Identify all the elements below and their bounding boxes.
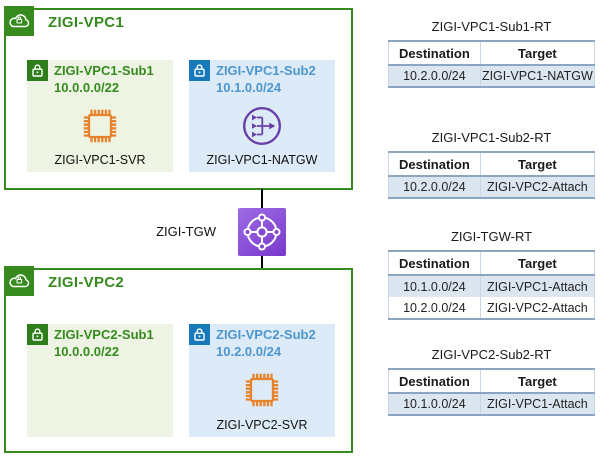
- subnet-name: ZIGI-VPC1-Sub1: [54, 63, 154, 78]
- vpc2-subnet1: ZIGI-VPC2-Sub1 10.0.0.0/22: [27, 324, 173, 437]
- route-table-vpc1-sub2: ZIGI-VPC1-Sub2-RT Destination Target 10.…: [388, 130, 595, 199]
- subnet-label: ZIGI-VPC1-Sub1 10.0.0.0/22: [54, 62, 154, 96]
- server-label: ZIGI-VPC1-SVR: [54, 153, 146, 167]
- table-row: 10.2.0.0/24 ZIGI-VPC2-Attach: [389, 297, 595, 319]
- column-header-destination: Destination: [388, 41, 481, 66]
- table-row: 10.2.0.0/24 ZIGI-VPC2-Attach: [388, 176, 595, 198]
- vpc1-subnet2: ZIGI-VPC1-Sub2 10.1.0.0/24 ZIGI-VPC1-NAT…: [189, 60, 335, 172]
- subnet-cidr: 10.0.0.0/22: [54, 80, 120, 95]
- route-table-title: ZIGI-TGW-RT: [450, 229, 533, 244]
- route-target: ZIGI-VPC2-Attach: [479, 176, 595, 198]
- route-table: Destination Target 10.2.0.0/24 ZIGI-VPC2…: [388, 151, 595, 199]
- route-destination: 10.2.0.0/24: [388, 65, 481, 87]
- vpc-cloud-lock-icon: [4, 6, 34, 36]
- transit-gateway-icon: [238, 208, 286, 256]
- route-table-vpc1-sub1: ZIGI-VPC1-Sub1-RT Destination Target 10.…: [388, 19, 595, 88]
- server-label: ZIGI-VPC2-SVR: [216, 418, 308, 432]
- vpc-cloud-lock-icon: [4, 266, 34, 296]
- tgw-label: ZIGI-TGW: [156, 224, 216, 239]
- server-chip-icon: [82, 108, 118, 144]
- subnet-name: ZIGI-VPC2-Sub2: [216, 327, 316, 342]
- route-target: ZIGI-VPC2-Attach: [479, 297, 595, 319]
- route-destination: 10.1.0.0/24: [388, 275, 481, 297]
- column-header-target: Target: [479, 152, 595, 177]
- nat-gateway-icon: [242, 106, 281, 146]
- route-target: ZIGI-VPC1-Attach: [479, 393, 595, 415]
- column-header-destination: Destination: [388, 251, 481, 276]
- route-table-title: ZIGI-VPC2-Sub2-RT: [431, 347, 552, 362]
- route-destination: 10.2.0.0/24: [403, 300, 466, 315]
- subnet-name: ZIGI-VPC1-Sub2: [216, 63, 316, 78]
- table-row: 10.1.0.0/24 ZIGI-VPC1-Attach: [388, 275, 595, 297]
- subnet-cidr: 10.2.0.0/24: [216, 344, 282, 359]
- route-table-title: ZIGI-VPC1-Sub1-RT: [431, 19, 552, 34]
- vpc2-subnet2: ZIGI-VPC2-Sub2 10.2.0.0/24 ZIGI-VPC2-SVR: [189, 324, 335, 437]
- vpc1-title: ZIGI-VPC1: [48, 14, 125, 31]
- route-table-title: ZIGI-VPC1-Sub2-RT: [431, 130, 552, 145]
- subnet-lock-icon: [189, 324, 210, 345]
- route-table: Destination Target 10.1.0.0/24 ZIGI-VPC1…: [388, 250, 595, 320]
- vpc2-title: ZIGI-VPC2: [48, 274, 125, 291]
- server-chip-icon: [244, 372, 280, 408]
- subnet-label: ZIGI-VPC2-Sub1 10.0.0.0/22: [54, 326, 154, 360]
- subnet-cidr: 10.0.0.0/22: [54, 344, 120, 359]
- subnet-label: ZIGI-VPC2-Sub2 10.2.0.0/24: [216, 326, 316, 360]
- route-table: Destination Target 10.1.0.0/24 ZIGI-VPC1…: [388, 368, 595, 416]
- table-row: 10.1.0.0/24 ZIGI-VPC1-Attach: [388, 393, 595, 415]
- column-header-target: Target: [479, 41, 595, 66]
- subnet-lock-icon: [27, 60, 48, 81]
- subnet-label: ZIGI-VPC1-Sub2 10.1.0.0/24: [216, 62, 316, 96]
- route-table-tgw: ZIGI-TGW-RT Destination Target 10.1.0.0/…: [388, 229, 595, 320]
- route-destination: 10.1.0.0/24: [388, 393, 481, 415]
- vpc1-container: ZIGI-VPC1 ZIGI-VPC1-Sub1 10.0.0.0/22 ZIG…: [4, 6, 353, 190]
- vpc2-container: ZIGI-VPC2 ZIGI-VPC2-Sub1 10.0.0.0/22 ZIG…: [4, 266, 353, 453]
- subnet-lock-icon: [27, 324, 48, 345]
- route-table-vpc2-sub2: ZIGI-VPC2-Sub2-RT Destination Target 10.…: [388, 347, 595, 416]
- route-target: ZIGI-VPC1-Attach: [479, 275, 595, 297]
- subnet-lock-icon: [189, 60, 210, 81]
- vpc1-subnet1: ZIGI-VPC1-Sub1 10.0.0.0/22 ZIGI-VPC1-SVR: [27, 60, 173, 172]
- subnet-cidr: 10.1.0.0/24: [216, 80, 282, 95]
- column-header-target: Target: [479, 251, 595, 276]
- table-row: 10.2.0.0/24 ZIGI-VPC1-NATGW: [388, 65, 595, 87]
- route-destination: 10.2.0.0/24: [388, 176, 481, 198]
- route-table: Destination Target 10.2.0.0/24 ZIGI-VPC1…: [388, 40, 595, 88]
- subnet-name: ZIGI-VPC2-Sub1: [54, 327, 154, 342]
- column-header-target: Target: [479, 369, 595, 394]
- natgw-label: ZIGI-VPC1-NATGW: [206, 153, 318, 167]
- column-header-destination: Destination: [388, 369, 481, 394]
- column-header-destination: Destination: [388, 152, 481, 177]
- route-target: ZIGI-VPC1-NATGW: [479, 65, 595, 87]
